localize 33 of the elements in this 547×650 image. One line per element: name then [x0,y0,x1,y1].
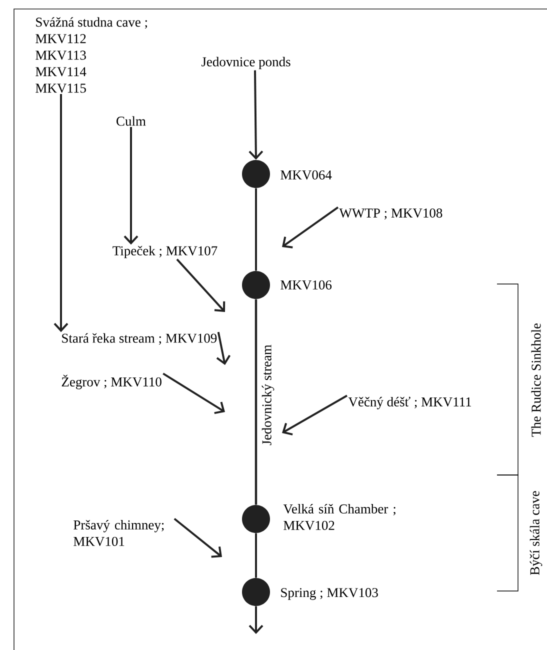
arrow [176,258,226,312]
node-label: Svážná studna cave ; MKV112 MKV113 MKV114 MKV115 [36,17,147,93]
station-dot [242,505,270,533]
node-label: Tipeček ; MKV107 [112,246,218,258]
station-label: MKV106 [280,280,332,290]
arrow [248,606,264,634]
edge-label: Jedovnický stream [260,344,276,446]
arrow [216,332,231,365]
node-label: WWTP ; MKV108 [339,208,442,220]
station-label: Velká síň Chamber ; MKV102 [283,504,396,530]
station-dot [242,578,270,606]
stream-line [255,533,257,578]
stream-line [254,299,258,505]
arrow [248,70,264,160]
node-label: Jedovnice ponds [201,56,290,70]
station-label: Spring ; MKV103 [281,588,378,600]
arrow [282,394,348,436]
bracket-label: The Rudice Sinkhole [531,323,541,437]
arrow [54,94,68,332]
arrow [282,206,339,248]
node-label: Věčný déšť ; MKV111 [348,396,472,410]
node-label: Pršavý chimney; MKV101 [74,520,164,546]
arrow [174,518,222,558]
arrow [162,372,225,414]
station-dot [242,160,270,188]
node-label: Culm [116,116,146,126]
node-label: Žegrov ; MKV110 [62,374,162,390]
bracket-label: Býčí skála cave [530,491,542,575]
arrow [124,126,138,245]
station-dot [242,271,270,299]
station-label: MKV064 [280,170,332,180]
node-label: Stará řeka stream ; MKV109 [62,333,217,345]
stream-line [255,188,257,271]
